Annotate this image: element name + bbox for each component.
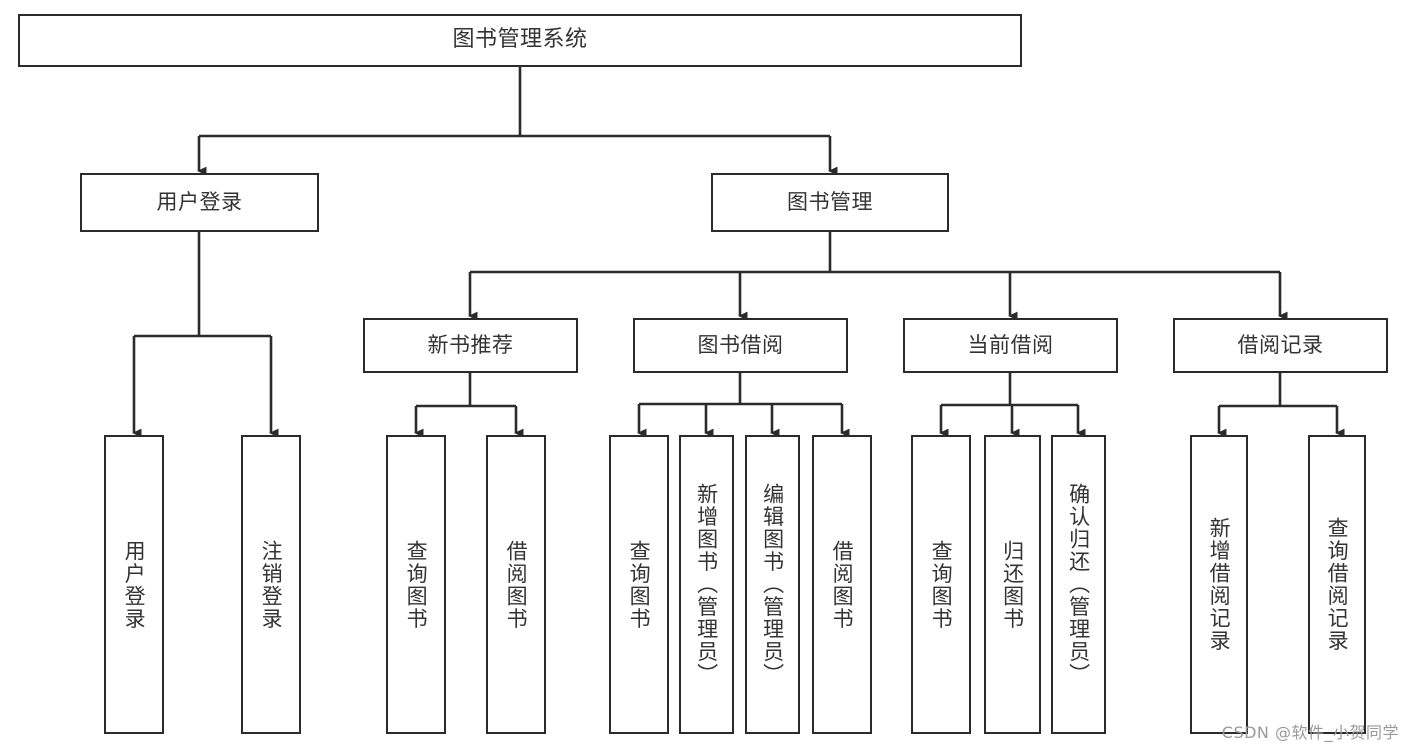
watermark-text: CSDN @软件_小贺同学: [1221, 723, 1399, 742]
node-book-manage[interactable]: 图书管理: [711, 173, 949, 232]
node-current-borrow[interactable]: 当前借阅: [903, 318, 1118, 373]
node-leaf-query-book-1[interactable]: 查询图书: [386, 435, 446, 734]
node-root[interactable]: 图书管理系统: [18, 14, 1022, 67]
node-new-book-rec[interactable]: 新书推荐: [363, 318, 578, 373]
node-leaf-add-book-label: 新增图书（管理员）: [694, 483, 719, 686]
node-new-book-rec-label: 新书推荐: [427, 332, 514, 357]
node-user-login-label: 用户登录: [156, 189, 243, 214]
node-leaf-add-record-label: 新增借阅记录: [1207, 517, 1232, 652]
node-leaf-query-book-2-label: 查询图书: [627, 539, 652, 630]
node-leaf-borrow-book-2-label: 借阅图书: [830, 539, 855, 630]
node-leaf-edit-book-label: 编辑图书（管理员）: [760, 483, 785, 686]
node-current-borrow-label: 当前借阅: [967, 332, 1054, 357]
node-leaf-query-book-3-label: 查询图书: [929, 539, 954, 630]
node-leaf-user-login[interactable]: 用户登录: [104, 435, 164, 734]
node-leaf-borrow-book-1[interactable]: 借阅图书: [486, 435, 546, 734]
node-leaf-add-record[interactable]: 新增借阅记录: [1190, 435, 1248, 734]
node-leaf-return-book[interactable]: 归还图书: [984, 435, 1041, 734]
node-leaf-query-record-label: 查询借阅记录: [1325, 517, 1350, 652]
node-root-label: 图书管理系统: [452, 27, 588, 53]
node-borrow-records-label: 借阅记录: [1237, 332, 1324, 357]
node-leaf-query-book-1-label: 查询图书: [404, 539, 429, 630]
node-leaf-query-book-2[interactable]: 查询图书: [609, 435, 669, 734]
node-borrow-records[interactable]: 借阅记录: [1173, 318, 1388, 373]
node-user-login[interactable]: 用户登录: [80, 173, 319, 232]
node-leaf-confirm-return[interactable]: 确认归还（管理员）: [1051, 435, 1106, 734]
node-leaf-confirm-return-label: 确认归还（管理员）: [1066, 483, 1091, 686]
node-book-manage-label: 图书管理: [787, 189, 873, 214]
node-leaf-edit-book[interactable]: 编辑图书（管理员）: [745, 435, 800, 734]
node-leaf-query-record[interactable]: 查询借阅记录: [1308, 435, 1366, 734]
node-leaf-logout[interactable]: 注销登录: [241, 435, 301, 734]
node-leaf-query-book-3[interactable]: 查询图书: [911, 435, 971, 734]
node-leaf-return-book-label: 归还图书: [1000, 539, 1025, 630]
node-leaf-add-book[interactable]: 新增图书（管理员）: [679, 435, 734, 734]
node-book-borrow[interactable]: 图书借阅: [633, 318, 848, 373]
node-book-borrow-label: 图书借阅: [697, 332, 784, 357]
node-leaf-user-login-label: 用户登录: [122, 539, 147, 630]
node-leaf-borrow-book-1-label: 借阅图书: [504, 539, 529, 630]
node-leaf-borrow-book-2[interactable]: 借阅图书: [812, 435, 872, 734]
node-leaf-logout-label: 注销登录: [259, 539, 284, 630]
